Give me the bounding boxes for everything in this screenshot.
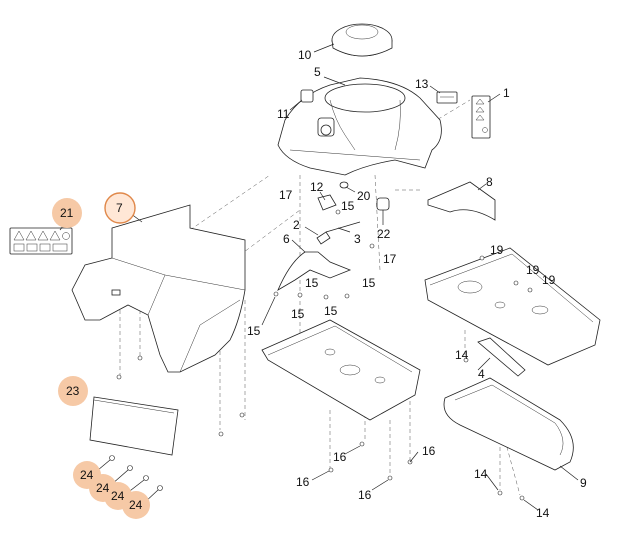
callout-2: 2 <box>293 218 300 232</box>
callout-22: 22 <box>377 227 391 241</box>
callout-17-top: 17 <box>279 188 293 202</box>
hearing-protection-icon <box>62 232 70 240</box>
callout-19-c: 19 <box>542 273 556 287</box>
callout-7: 7 <box>116 201 123 215</box>
part-4-arm <box>477 337 526 377</box>
callout-16-b: 16 <box>422 444 436 458</box>
callout-labels: 10 5 13 1 11 12 8 17 20 15 2 3 22 6 17 1… <box>60 48 587 520</box>
part-20-nut <box>339 181 356 193</box>
callout-23: 23 <box>66 384 80 398</box>
part-5-upper-housing <box>277 76 442 176</box>
callout-15-e: 15 <box>324 304 338 318</box>
part-6-guard-plate <box>277 239 352 291</box>
warning-decal-icon <box>25 230 37 241</box>
callout-15-c: 15 <box>362 276 376 290</box>
warning-decal-icon <box>49 230 61 241</box>
highlight-circle-24 <box>122 491 150 519</box>
callout-17-mid: 17 <box>383 252 397 266</box>
part-13-decal <box>429 85 458 104</box>
warning-decal-icon <box>37 230 49 241</box>
callout-15-b: 15 <box>305 276 319 290</box>
right-chassis-plate <box>424 247 601 366</box>
callout-24-c: 24 <box>111 489 125 503</box>
callout-19-a: 19 <box>490 243 504 257</box>
callout-24-a: 24 <box>80 468 94 482</box>
highlight-circle-23 <box>58 376 88 406</box>
callout-24-d: 24 <box>129 498 143 512</box>
part-23-bottom-plate <box>89 396 179 456</box>
callout-16-d: 16 <box>358 488 372 502</box>
callout-14-a: 14 <box>455 348 469 362</box>
callout-14-c: 14 <box>536 506 550 520</box>
callout-3: 3 <box>354 232 361 246</box>
middle-chassis-plate <box>261 319 421 421</box>
part-2-3-linkage <box>304 221 361 245</box>
part-12-bracket <box>317 191 337 211</box>
callout-13: 13 <box>415 77 429 91</box>
callout-6: 6 <box>283 232 290 246</box>
part-1-vertical-decal <box>471 93 501 139</box>
callout-4: 4 <box>478 367 485 381</box>
warning-decal-icon <box>13 230 25 241</box>
callout-1: 1 <box>503 86 510 100</box>
part-8-cover <box>427 181 496 221</box>
callout-5: 5 <box>314 65 321 79</box>
callout-15-upper: 15 <box>341 199 355 213</box>
part-21-decal <box>9 221 73 255</box>
highlight-ring-7 <box>104 192 136 224</box>
highlight-circle-21 <box>52 198 82 228</box>
callout-11: 11 <box>277 107 290 121</box>
callout-24-b: 24 <box>96 481 110 495</box>
callout-9: 9 <box>580 476 587 490</box>
part-9-tray <box>443 377 579 481</box>
callout-20: 20 <box>357 189 371 203</box>
part-7-front-hood <box>71 204 246 373</box>
callout-19-b: 19 <box>526 263 540 277</box>
callout-16-a: 16 <box>333 450 347 464</box>
callout-12: 12 <box>310 180 324 194</box>
callout-8: 8 <box>486 175 493 189</box>
callout-15-f: 15 <box>247 324 261 338</box>
fasteners <box>116 209 539 511</box>
callout-14-b: 14 <box>474 467 488 481</box>
callout-10: 10 <box>298 48 312 62</box>
callout-16-c: 16 <box>296 475 310 489</box>
part-11-knob <box>289 89 314 111</box>
highlight-markers <box>52 192 150 519</box>
callout-15-d: 15 <box>291 307 305 321</box>
part-22-bushing <box>376 197 390 225</box>
callout-21: 21 <box>60 206 74 220</box>
part-10-cap <box>313 23 393 57</box>
